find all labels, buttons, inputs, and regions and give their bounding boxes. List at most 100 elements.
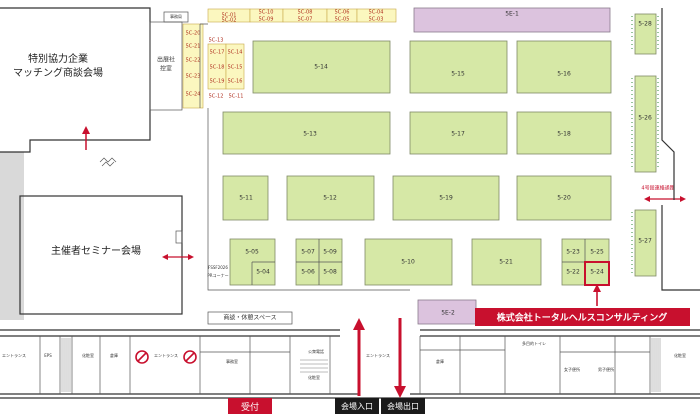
mens-toilet-label: 男子便所 xyxy=(598,366,614,372)
seminar-door-icon xyxy=(175,230,183,244)
entrance-label-right: エントランス xyxy=(366,352,390,358)
booth-5-28[interactable] xyxy=(634,13,657,55)
booth-5-15-label: 5-15 xyxy=(451,71,465,78)
booth-5c-grid-b[interactable] xyxy=(225,43,245,90)
booth-5-21[interactable] xyxy=(471,238,542,286)
booth-5c-19-label: 5C-19 xyxy=(210,79,225,85)
booth-5c-11-label: 5C-11 xyxy=(229,94,244,100)
booth-5c-07-label: 5C-07 xyxy=(298,17,313,23)
booth-5-18-label: 5-18 xyxy=(557,131,571,138)
booth-5e-1[interactable] xyxy=(413,7,611,33)
booth-5c-02-label: 5C-02 xyxy=(222,18,237,24)
business-meeting-area xyxy=(0,7,151,153)
hall-outline xyxy=(199,23,410,291)
booth-5-24-label: 5-24 xyxy=(590,269,604,276)
venue-entrance-button[interactable]: 会場入口 xyxy=(335,398,379,414)
business-meeting-label-2: マッチング商談会場 xyxy=(13,66,103,79)
booth-5-12[interactable] xyxy=(286,175,375,221)
venue-entrance-label: 会場入口 xyxy=(341,401,373,411)
booth-5-19[interactable] xyxy=(392,175,500,221)
toilet-label-mid: 化粧室 xyxy=(308,374,320,380)
booth-5-18[interactable] xyxy=(516,111,612,155)
booth-5c-10-label: 5C-10 xyxy=(259,10,274,16)
main-booths: 5-14 5-15 5-16 5-13 5-17 5-18 5-11 5-12 … xyxy=(222,13,657,286)
staircase-icon xyxy=(99,157,117,167)
booth-5-10[interactable] xyxy=(364,238,453,286)
booth-5c-20-column[interactable] xyxy=(182,23,204,109)
organizer-seminar-room xyxy=(19,195,183,315)
right-wall xyxy=(661,8,700,291)
reception-button-label: 受付 xyxy=(240,402,259,413)
booth-5-22-label: 5-22 xyxy=(566,269,580,276)
booth-5-16[interactable] xyxy=(516,40,612,94)
eps-label: EPS xyxy=(44,353,52,358)
secretariat-label: 事務局 xyxy=(170,13,182,19)
secretariat-room xyxy=(163,11,189,23)
rest-space-label: 商談・休憩スペース xyxy=(223,314,276,322)
booth-5c-12-label: 5C-12 xyxy=(209,94,224,100)
highlight-company-box xyxy=(475,308,690,326)
booth-5c-21-label: 5C-21 xyxy=(186,44,201,50)
booth-5-26-label: 5-26 xyxy=(638,115,652,122)
booth-5c-06-label: 5C-06 xyxy=(335,10,350,16)
booth-5-20[interactable] xyxy=(516,175,612,221)
venue-exit-button[interactable]: 会場出口 xyxy=(381,398,425,414)
booth-5-10-label: 5-10 xyxy=(401,259,415,266)
booth-5c-24-label: 5C-24 xyxy=(186,92,201,98)
booth-5e-2-label: 5E-2 xyxy=(441,310,455,317)
booth-5e-1-label: 5E-1 xyxy=(505,11,519,18)
booth-5-13[interactable] xyxy=(222,111,391,155)
child-toilet-label: 多目的トイレ xyxy=(522,340,546,346)
booth-5-13-label: 5-13 xyxy=(303,131,317,138)
exhibitor-office-label-2: 控室 xyxy=(160,65,172,73)
fssf-label-2: PRコーナー xyxy=(207,272,228,278)
booth-5c-05-label: 5C-05 xyxy=(335,17,350,23)
small-booth-group-grid: 5C-17 5C-18 5C-19 5C-14 5C-15 5C-16 5C-1… xyxy=(207,38,245,100)
booth-5c-16-label: 5C-16 xyxy=(228,79,243,85)
booth-5-09-label: 5-09 xyxy=(323,249,337,256)
connecting-passage-label: 4号館連絡通路 xyxy=(641,185,674,192)
business-meeting-label-1: 特別協力企業 xyxy=(28,52,88,65)
booth-5-17-label: 5-17 xyxy=(451,131,465,138)
booth-5c-18-label: 5C-18 xyxy=(210,65,225,71)
booth-5c-15-label: 5C-15 xyxy=(228,65,243,71)
booth-5-19-label: 5-19 xyxy=(439,195,453,202)
booth-5-21-label: 5-21 xyxy=(499,259,513,266)
no-entry-icon xyxy=(135,350,149,364)
booth-5-07-label: 5-07 xyxy=(301,249,315,256)
exhibitor-office-label-1: 出展社 xyxy=(157,56,175,64)
booth-5-26[interactable] xyxy=(634,75,657,173)
booth-5c-22-label: 5C-22 xyxy=(186,58,201,64)
booth-5-27[interactable] xyxy=(634,209,657,277)
reception-button[interactable]: 受付 xyxy=(228,398,272,414)
booth-5c-13-label: 5C-13 xyxy=(209,38,224,44)
womens-toilet-label: 女子便所 xyxy=(564,366,580,372)
public-phone-label: 公衆電話 xyxy=(308,348,324,354)
booth-5c-08-label: 5C-08 xyxy=(298,10,313,16)
exit-arrowhead xyxy=(394,386,406,398)
booth-5c-04-label: 5C-04 xyxy=(369,10,384,16)
booth-5-17[interactable] xyxy=(409,111,508,155)
booth-5-11[interactable] xyxy=(222,175,269,221)
booth-5-16-label: 5-16 xyxy=(557,71,571,78)
booth-5c-14-label: 5C-14 xyxy=(228,50,243,56)
venue-exit-label: 会場出口 xyxy=(387,401,419,411)
entrance-label-center: エントランス xyxy=(154,352,178,358)
booth-5-25-label: 5-25 xyxy=(590,249,604,256)
booth-5c-17-label: 5C-17 xyxy=(210,50,225,56)
booth-5c-09-label: 5C-09 xyxy=(259,17,274,23)
warehouse-label-right: 倉庫 xyxy=(436,358,444,364)
booth-5-11-label: 5-11 xyxy=(239,195,253,202)
booth-5e-2[interactable] xyxy=(417,299,477,325)
booth-5-15[interactable] xyxy=(409,40,508,94)
booth-5c-01-label: 5C-01 xyxy=(222,13,237,19)
meeting-entry-arrowhead xyxy=(82,126,90,134)
booth-5-04-label: 5-04 xyxy=(256,269,270,276)
booth-5-06-label: 5-06 xyxy=(301,269,315,276)
organizer-seminar-label: 主催者セミナー会場 xyxy=(51,244,141,257)
booth-5c-04[interactable] xyxy=(356,8,397,23)
booth-5c-03-label: 5C-03 xyxy=(369,17,384,23)
booth-5-27-label: 5-27 xyxy=(638,238,652,245)
booth-5-14[interactable] xyxy=(252,40,391,94)
